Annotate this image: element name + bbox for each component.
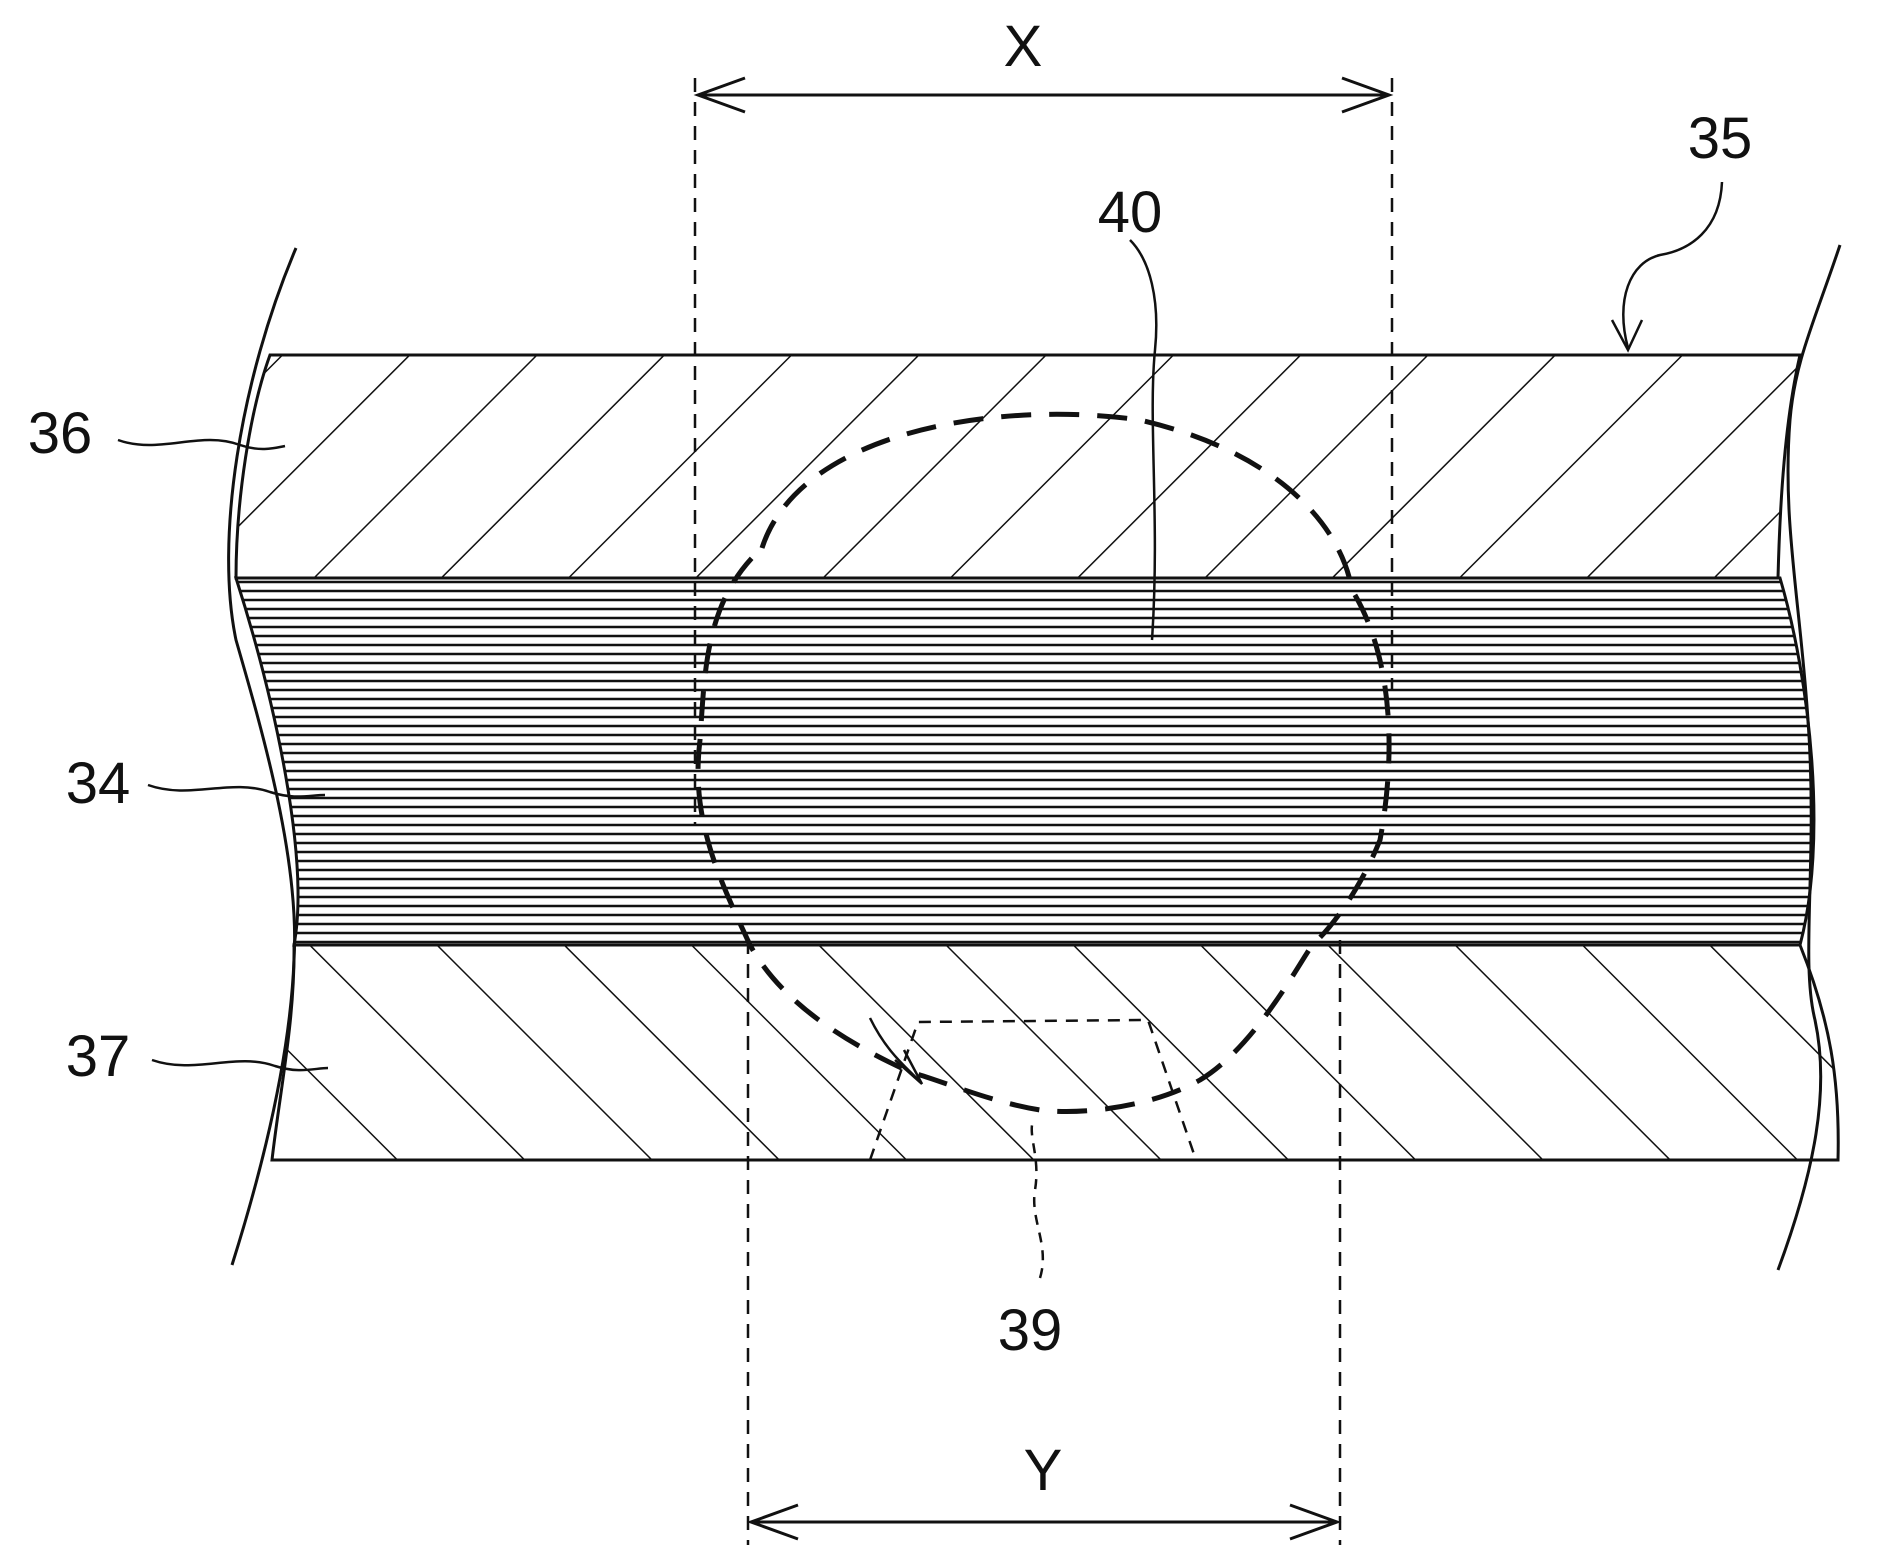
label-37: 37 [66, 1024, 131, 1089]
middle-layer-hatch [220, 582, 1840, 942]
label-34: 34 [66, 751, 131, 816]
label-36: 36 [28, 401, 93, 466]
label-39: 39 [998, 1298, 1063, 1363]
leader-35 [1623, 182, 1722, 348]
lower-layer-37 [272, 945, 1838, 1160]
label-x: X [1004, 14, 1043, 79]
middle-layer-34 [220, 578, 1840, 945]
label-35: 35 [1688, 106, 1753, 171]
dimension-arrow-x [698, 78, 1389, 112]
upper-layer-36 [236, 355, 1800, 578]
label-40: 40 [1098, 180, 1163, 245]
dimension-arrow-y [751, 1505, 1337, 1539]
label-y: Y [1024, 1438, 1063, 1503]
leader-35-arrowhead [1612, 320, 1642, 350]
